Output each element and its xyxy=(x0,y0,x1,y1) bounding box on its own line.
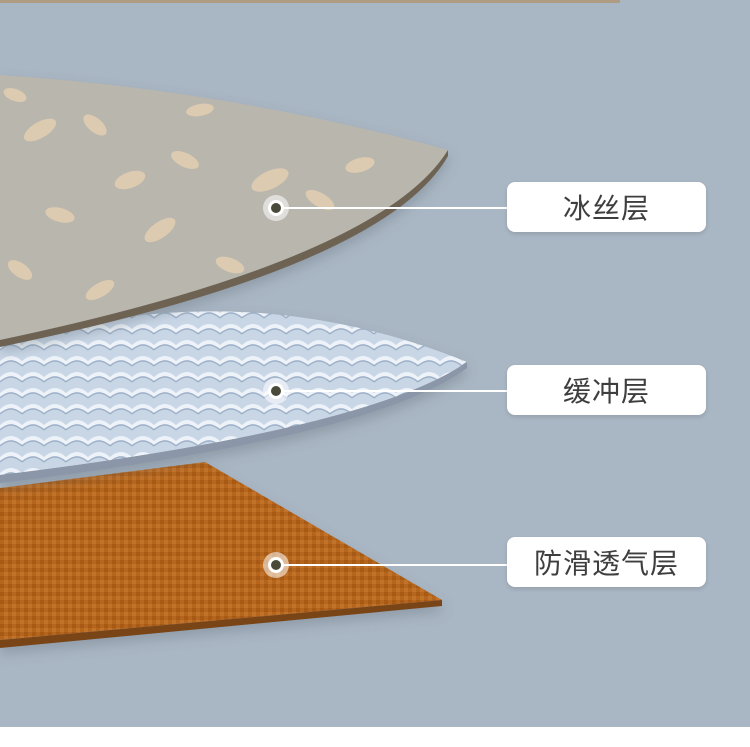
label-ice-silk-layer: 冰丝层 xyxy=(507,182,706,232)
leader-line-cushion xyxy=(276,390,508,392)
ice-silk-layer-shape xyxy=(0,75,448,347)
bottom-white-strip xyxy=(0,727,750,747)
cushion-layer-shape xyxy=(0,311,467,483)
marker-cushion xyxy=(263,378,289,404)
leader-line-anti-slip xyxy=(276,564,508,566)
label-cushion-layer: 缓冲层 xyxy=(507,365,706,415)
marker-ice-silk xyxy=(263,195,289,221)
marker-anti-slip xyxy=(263,552,289,578)
top-edge-strip xyxy=(0,0,620,3)
leader-line-ice-silk xyxy=(276,207,508,209)
anti-slip-layer-shape xyxy=(0,462,442,648)
label-anti-slip-layer: 防滑透气层 xyxy=(507,537,706,587)
